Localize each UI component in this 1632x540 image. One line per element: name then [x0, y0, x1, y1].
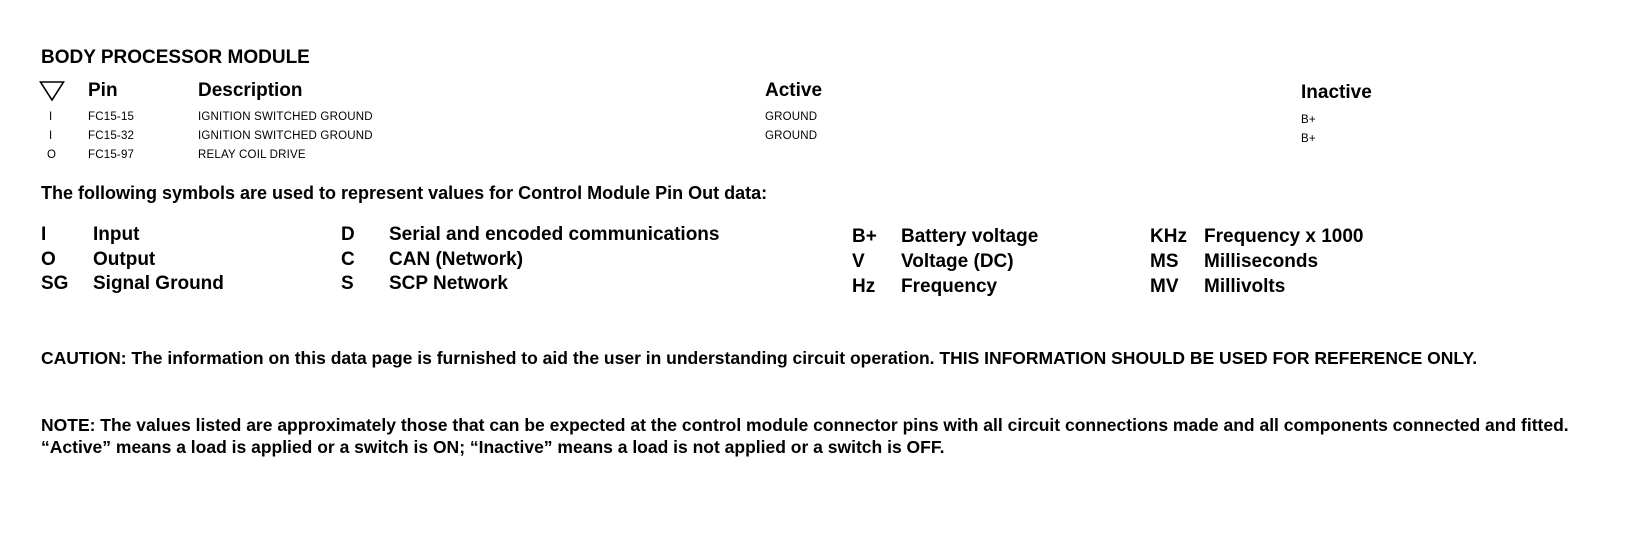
row-direction: I: [49, 111, 53, 123]
legend-text: SCP Network: [389, 273, 508, 294]
header-inactive: Inactive: [1301, 82, 1372, 103]
triangle-down-icon: [39, 80, 65, 102]
row-description: IGNITION SWITCHED GROUND: [198, 111, 373, 123]
legend-symbol: V: [852, 251, 865, 272]
row-pin: FC15-15: [88, 111, 135, 123]
header-description: Description: [198, 80, 303, 101]
legend-text: Voltage (DC): [901, 251, 1014, 272]
legend-symbol: C: [341, 249, 355, 270]
row-direction: O: [47, 149, 57, 161]
legend-text: Signal Ground: [93, 273, 224, 294]
row-inactive: B+: [1301, 114, 1316, 126]
legend-text: Input: [93, 224, 140, 245]
row-description: IGNITION SWITCHED GROUND: [198, 130, 373, 142]
row-direction: I: [49, 130, 53, 142]
header-pin: Pin: [88, 80, 118, 101]
legend-text: CAN (Network): [389, 249, 524, 270]
note-text: NOTE: The values listed are approximatel…: [41, 415, 1569, 457]
legend-text: Frequency: [901, 276, 998, 297]
legend-symbol: MS: [1150, 251, 1179, 272]
legend-symbol: B+: [852, 226, 877, 247]
row-active: GROUND: [765, 130, 818, 142]
legend-symbol: Hz: [852, 276, 876, 297]
row-active: GROUND: [765, 111, 818, 123]
row-pin: FC15-97: [88, 149, 135, 161]
legend-intro: The following symbols are used to repres…: [41, 183, 768, 203]
legend-symbol: I: [41, 224, 47, 245]
page-title: BODY PROCESSOR MODULE: [41, 47, 310, 68]
header-active: Active: [765, 80, 823, 101]
legend-symbol: D: [341, 224, 355, 245]
legend-symbol: S: [341, 273, 354, 294]
legend-symbol: SG: [41, 273, 69, 294]
legend-text: Millivolts: [1204, 276, 1286, 297]
legend-text: Milliseconds: [1204, 251, 1319, 272]
row-pin: FC15-32: [88, 130, 135, 142]
legend-text: Frequency x 1000: [1204, 226, 1364, 247]
legend-symbol: MV: [1150, 276, 1179, 297]
legend-text: Battery voltage: [901, 226, 1039, 247]
caution-text: CAUTION: The information on this data pa…: [41, 348, 1478, 368]
legend-text: Output: [93, 249, 156, 270]
legend-text: Serial and encoded communications: [389, 224, 720, 245]
legend-symbol: O: [41, 249, 56, 270]
row-inactive: B+: [1301, 133, 1316, 145]
row-description: RELAY COIL DRIVE: [198, 149, 306, 161]
legend-symbol: KHz: [1150, 226, 1187, 247]
